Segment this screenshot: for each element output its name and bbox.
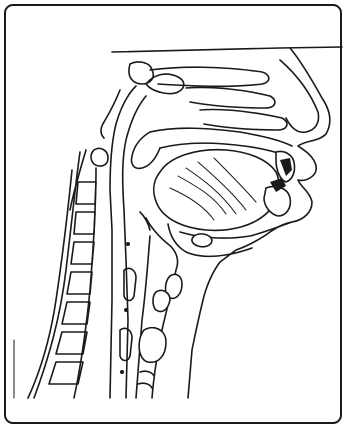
vertebra-c2 bbox=[76, 182, 96, 204]
trachea-ring-2 bbox=[138, 383, 152, 388]
spinal-cord-line bbox=[28, 170, 72, 398]
posterior-neck bbox=[70, 150, 86, 210]
soft-palate bbox=[131, 132, 160, 168]
tongue bbox=[154, 150, 279, 231]
skull-top-line bbox=[112, 47, 342, 52]
vertebra-c5 bbox=[67, 272, 92, 294]
esophagus-segment-2 bbox=[120, 328, 132, 360]
esophagus-dot-3 bbox=[120, 370, 124, 374]
vertebra-c4 bbox=[71, 242, 94, 264]
epiglottis bbox=[146, 218, 178, 270]
hyoid-bone bbox=[192, 234, 212, 247]
esophagus-dot-2 bbox=[124, 308, 128, 312]
vertebra-c3 bbox=[74, 212, 95, 234]
cricoid-cartilage bbox=[139, 328, 166, 363]
atlas-bone bbox=[91, 148, 108, 166]
nasal-turbinate-superior bbox=[150, 67, 269, 86]
spine-posterior bbox=[34, 152, 80, 398]
nasal-turbinate-middle bbox=[186, 87, 275, 108]
spine-anterior bbox=[74, 168, 96, 398]
trachea-ring-1 bbox=[140, 371, 154, 376]
vocal-fold bbox=[153, 290, 170, 311]
pharynx-back-wall-outer bbox=[110, 86, 136, 398]
esophagus-dot-1 bbox=[126, 242, 130, 246]
nasopharynx-roof bbox=[101, 90, 120, 138]
larynx-posterior-wall bbox=[136, 236, 150, 398]
nasal-turbinate-inferior bbox=[200, 109, 287, 130]
